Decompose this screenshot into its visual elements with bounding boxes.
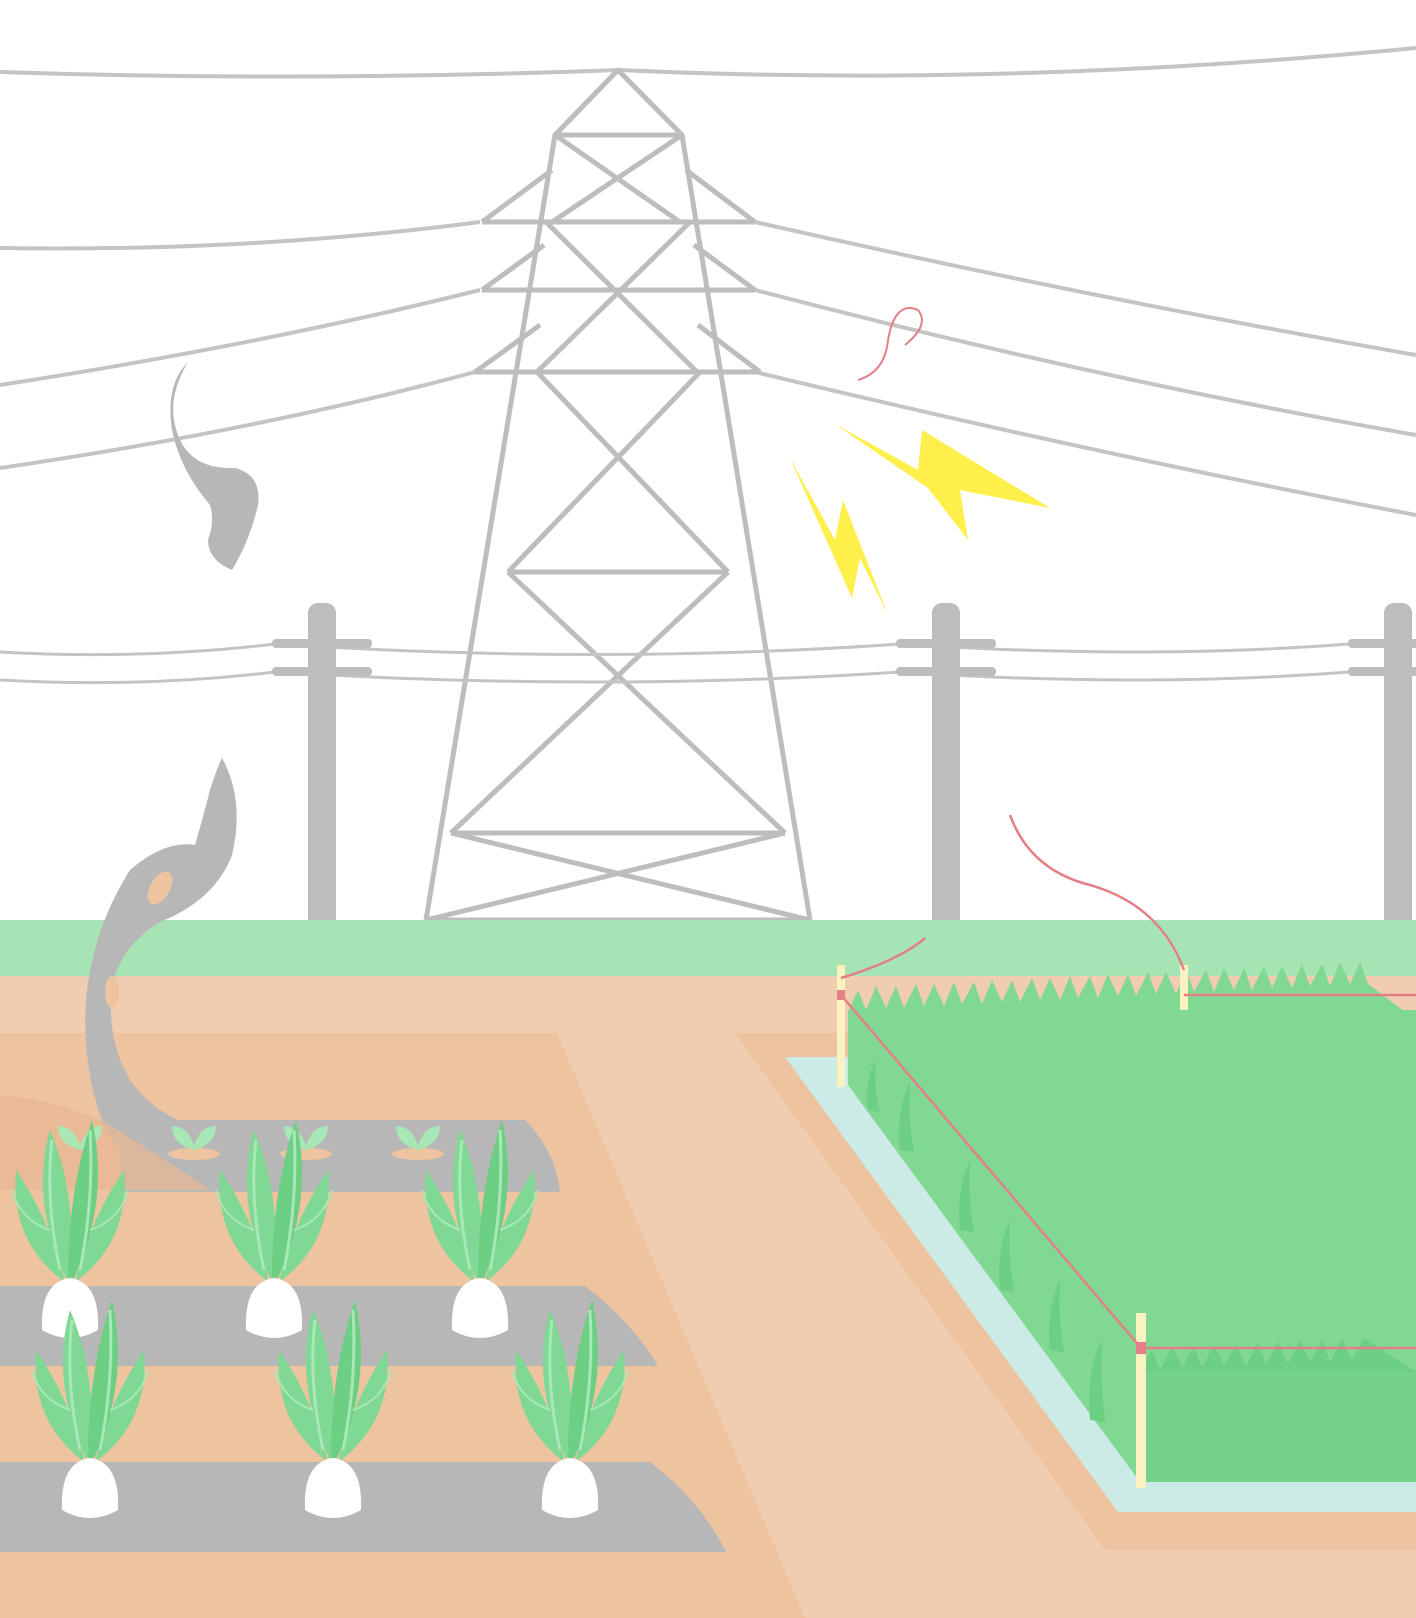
grass-strip xyxy=(0,920,1416,978)
paddy-front-grass-tips xyxy=(1140,1338,1416,1372)
utility-pole-icon xyxy=(272,603,1416,933)
spark-curl xyxy=(857,307,923,381)
smoke-icon xyxy=(170,362,259,570)
paddy-grass-tips xyxy=(848,962,1416,1040)
paddy-blades xyxy=(867,1060,1106,1422)
high-voltage-cables xyxy=(0,46,1416,517)
electric-fence-icon xyxy=(837,814,1416,1488)
smoke-holes xyxy=(105,871,173,1084)
low-voltage-wires xyxy=(0,642,1416,685)
field-smoke xyxy=(85,758,270,1192)
transmission-tower-icon xyxy=(423,67,813,923)
lightning-spark-icon xyxy=(790,424,1050,615)
paddy-inner-shade xyxy=(848,1085,1416,1482)
